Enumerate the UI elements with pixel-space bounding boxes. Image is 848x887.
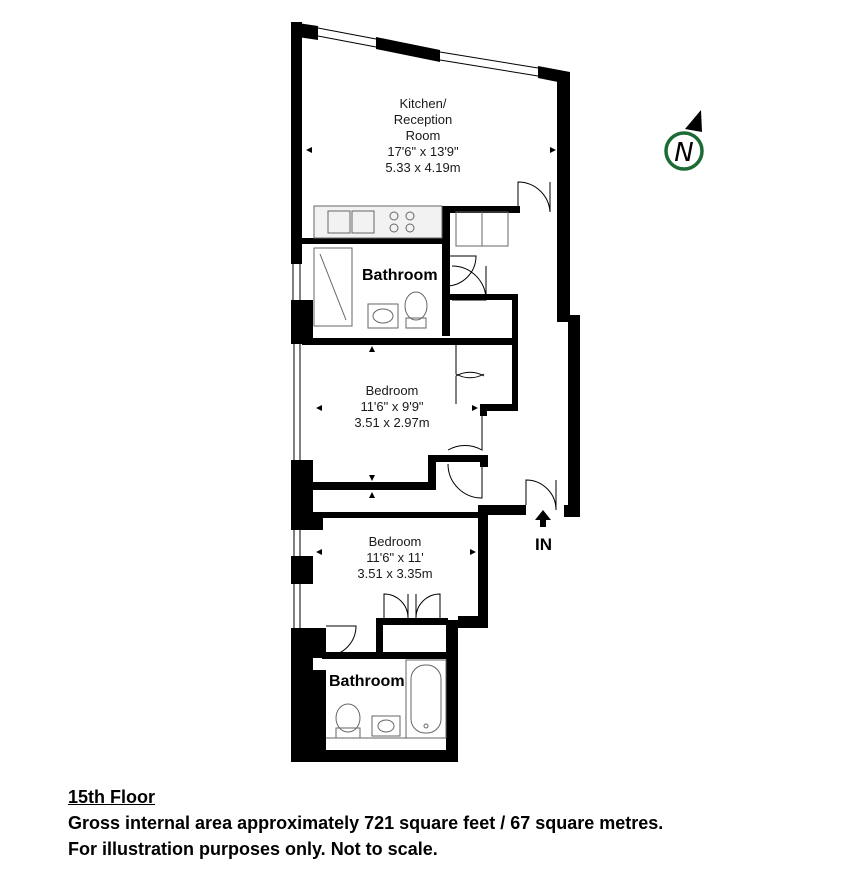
walls bbox=[291, 22, 580, 762]
kitchen-imperial: 17'6" x 13'9" bbox=[387, 144, 459, 159]
bedroom1-label: Bedroom 11'6" x 9'9" 3.51 x 2.97m bbox=[354, 383, 429, 430]
kitchen-label: Kitchen/ Reception Room 17'6" x 13'9" 5.… bbox=[385, 96, 460, 175]
kitchen-metric: 5.33 x 4.19m bbox=[385, 160, 460, 175]
entrance-label: IN bbox=[535, 535, 552, 554]
kitchen-name-line1: Kitchen/ bbox=[400, 96, 447, 111]
dimension-ticks bbox=[306, 147, 556, 555]
bedroom1-name: Bedroom bbox=[366, 383, 419, 398]
windows bbox=[292, 27, 539, 628]
fixtures bbox=[313, 205, 509, 739]
bathroom2-label: Bathroom bbox=[329, 673, 405, 690]
bedroom1-imperial: 11'6" x 9'9" bbox=[360, 399, 423, 414]
kitchen-name-line3: Room bbox=[406, 128, 441, 143]
floor-title: 15th Floor bbox=[68, 787, 156, 807]
kitchen-name-line2: Reception bbox=[394, 112, 453, 127]
north-arrow-icon bbox=[685, 110, 702, 132]
compass-icon: N bbox=[664, 110, 704, 171]
compass-letter: N bbox=[674, 138, 693, 168]
up-arrow-icon bbox=[535, 510, 551, 527]
floor-plan: Kitchen/ Reception Room 17'6" x 13'9" 5.… bbox=[291, 22, 704, 762]
bedroom2-imperial: 11'6" x 11' bbox=[366, 550, 424, 565]
disclaimer: For illustration purposes only. Not to s… bbox=[68, 839, 438, 859]
bathroom1-label: Bathroom bbox=[362, 267, 438, 284]
compass-ring bbox=[664, 131, 704, 171]
bedroom2-name: Bedroom bbox=[369, 534, 422, 549]
bedroom2-label: Bedroom 11'6" x 11' 3.51 x 3.35m bbox=[357, 534, 432, 581]
area-statement: Gross internal area approximately 721 sq… bbox=[68, 813, 664, 833]
entrance-marker: IN bbox=[535, 510, 552, 554]
bedroom1-metric: 3.51 x 2.97m bbox=[354, 415, 429, 430]
doors bbox=[325, 181, 557, 657]
bedroom2-metric: 3.51 x 3.35m bbox=[357, 566, 432, 581]
